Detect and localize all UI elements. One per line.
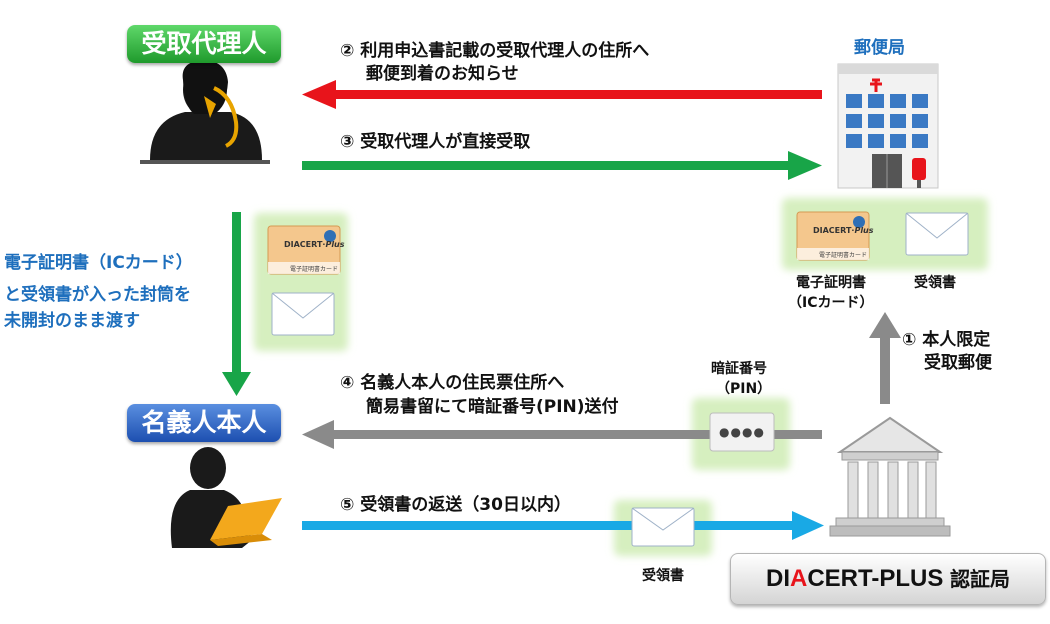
- envelope-icon: [271, 292, 335, 336]
- arrow-step2: [302, 80, 822, 109]
- arrow-step1: [869, 312, 901, 404]
- ca-name-rest: CERT-PLUS: [807, 565, 944, 592]
- card-brand-left: DIACERT: [284, 240, 323, 249]
- ca-name-suffix: 認証局: [950, 569, 1011, 591]
- ca-name-box: DIACERT-PLUS 認証局: [730, 553, 1046, 605]
- post-office-label: 郵便局: [854, 38, 905, 58]
- receipt-bottom-label: 受領書: [642, 568, 684, 584]
- card-brand-right: Plus: [854, 226, 874, 235]
- owner-role-label: 名義人本人: [127, 404, 281, 442]
- arrow-handover: [222, 212, 251, 396]
- handover-line2: と受領書が入った封筒を: [4, 285, 191, 305]
- card-brand: DIACERT·Plus: [284, 240, 345, 249]
- ca-building-icon: [829, 416, 951, 537]
- pin-box: [709, 412, 775, 452]
- cert-label-line2: （ICカード）: [788, 295, 874, 311]
- card-brand-right: Plus: [325, 240, 345, 249]
- step4-line2: 簡易書留にて暗証番号(PIN)送付: [366, 397, 619, 417]
- envelope-icon: [631, 507, 695, 547]
- card-brand-left: DIACERT: [813, 226, 852, 235]
- step3-label: ③ 受取代理人が直接受取: [340, 132, 531, 152]
- step2-line1: ② 利用申込書記載の受取代理人の住所へ: [340, 41, 650, 61]
- card-brand: DIACERT·Plus: [813, 226, 874, 235]
- pin-dots: ●●●●: [719, 425, 765, 439]
- arrow-step5: [302, 511, 824, 540]
- step1-line1: ① 本人限定: [902, 330, 991, 350]
- handover-line1: 電子証明書（ICカード）: [4, 253, 193, 273]
- post-office-building-icon: [837, 63, 939, 189]
- ca-name-prefix: DI: [765, 565, 790, 592]
- agent-role-label: 受取代理人: [127, 25, 281, 63]
- handover-line3: 未開封のまま渡す: [4, 311, 140, 331]
- owner-silhouette-icon: [170, 447, 282, 548]
- card-subtitle: 電子証明書カード: [819, 252, 868, 259]
- pin-label-line1: 暗証番号: [711, 361, 767, 377]
- receipt-label: 受領書: [914, 275, 956, 291]
- step4-line1: ④ 名義人本人の住民票住所へ: [340, 373, 565, 393]
- step1-line2: 受取郵便: [924, 353, 992, 373]
- step2-line2: 郵便到着のお知らせ: [366, 64, 519, 84]
- cert-label-line1: 電子証明書: [796, 275, 866, 291]
- arrow-step4: [302, 420, 822, 449]
- step5-label: ⑤ 受領書の返送（30日以内）: [340, 495, 571, 515]
- ca-name-accent: A: [789, 565, 808, 592]
- arrow-step3: [302, 151, 822, 180]
- agent-silhouette-icon: [140, 60, 270, 164]
- card-subtitle: 電子証明書カード: [290, 266, 339, 273]
- ic-card-icon: [796, 211, 870, 261]
- envelope-icon: [905, 212, 969, 256]
- pin-label-line2: （PIN）: [716, 381, 772, 397]
- ic-card-icon: [267, 225, 341, 275]
